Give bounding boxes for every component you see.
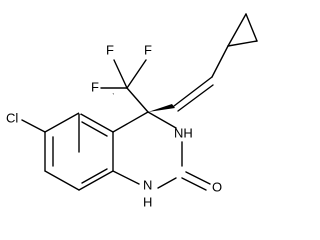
atom-o: O [212,179,222,194]
bond-c4-cf3 [126,87,149,113]
bond-c8-c8a-ring [78,170,114,191]
bond-c4-n3 [147,111,177,129]
bond-cp-1 [227,40,258,47]
bond-vinyl-1 [173,76,213,107]
hidden-bond [78,92,114,115]
bond-n1-c8a [112,170,140,185]
molecule-structure: Cl F F F NH N H O [6,13,258,210]
bond-c2-n1 [157,177,177,189]
atom-n-1: N [143,177,152,192]
bond-inner-2 [81,168,108,184]
bond-c-f2 [113,59,128,89]
cyclopropyl-ring [227,13,258,47]
bond-c6-cl [21,119,46,133]
benzene-ring [44,93,114,191]
atom-h-1: H [143,194,152,209]
atom-nh-3: NH [174,125,193,140]
atom-f-top-right: F [144,42,152,57]
bond-c4a-c5-ring [78,112,114,133]
bond-c5-c6-ring [44,112,80,133]
bond-c4a-c4 [112,111,149,133]
stereo-wedge-bond [148,104,175,112]
bond-cp-2 [245,13,258,42]
atom-cl: Cl [6,110,18,125]
bond-inner-3 [81,121,108,137]
dihydroquinazolinone-ring [112,111,211,191]
atom-f-left: F [91,79,99,94]
bond-c7-c8-ring [44,170,80,191]
bond-c2-o-double [181,177,207,191]
atom-f-top-left: F [106,42,114,57]
bond-c2-o [185,171,211,185]
bond-cp-3 [227,13,247,47]
bond-c-f3 [126,59,147,89]
trifluoromethyl-group [100,59,149,113]
bond-vinyl-cyclopropyl [211,45,229,78]
bond-vinyl-2 [177,84,214,112]
